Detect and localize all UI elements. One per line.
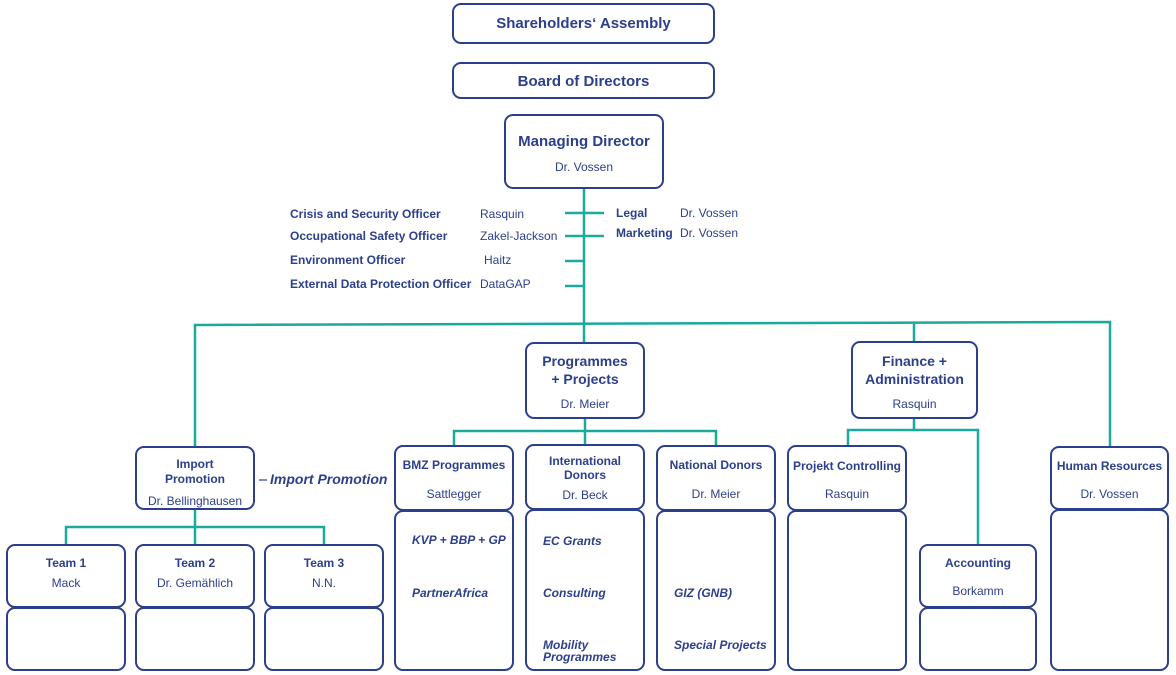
human-resources-box: Human Resources Dr. Vossen: [1050, 446, 1169, 510]
team-1-title: Team 1: [45, 556, 87, 570]
import-promotion-name: Dr. Bellinghausen: [147, 494, 243, 508]
international-item-mobility: Mobility Programmes: [543, 638, 617, 664]
finance-administration-title-line2: Administration: [865, 371, 964, 387]
accounting-name: Borkamm: [952, 584, 1004, 598]
national-item-special-projects: Special Projects: [674, 638, 767, 652]
national-donors-name: Dr. Meier: [691, 487, 741, 501]
finance-administration-name: Rasquin: [892, 397, 937, 411]
international-donors-title-line2: Donors: [564, 468, 606, 482]
international-donors-name: Dr. Beck: [562, 488, 608, 502]
human-resources-name: Dr. Vossen: [1080, 487, 1139, 501]
projekt-controlling-box: Projekt Controlling Rasquin: [787, 445, 907, 511]
bmz-item-kvp: KVP + BBP + GP: [412, 533, 506, 547]
managing-director-name: Dr. Vossen: [554, 160, 614, 174]
staff-name-environment: Haitz: [484, 253, 512, 267]
finance-administration-title-line1: Finance +: [882, 353, 947, 369]
bmz-programmes-detail-box: KVP + BBP + GP PartnerAfrica: [394, 510, 514, 671]
bmz-programmes-name: Sattlegger: [426, 487, 482, 501]
team-3-title: Team 3: [303, 556, 345, 570]
staff-name-legal: Dr. Vossen: [680, 206, 739, 220]
import-promotion-title-line1: Import: [176, 457, 214, 471]
international-item-consulting: Consulting: [543, 586, 606, 600]
team-3-detail-box: [264, 607, 384, 671]
team-1-box: Team 1 Mack: [6, 544, 126, 608]
board-of-directors-title: Board of Directors: [517, 73, 650, 90]
bmz-programmes-title: BMZ Programmes: [402, 458, 506, 472]
team-3-box: Team 3 N.N.: [264, 544, 384, 608]
managing-director-title: Managing Director: [518, 133, 650, 150]
international-donors-box: International Donors Dr. Beck: [525, 444, 645, 510]
team-3-name: N.N.: [312, 576, 336, 590]
import-promotion-side-label: Import Promotion: [270, 471, 388, 487]
programmes-projects-title-line2: + Projects: [551, 371, 619, 387]
international-donors-detail-box: EC Grants Consulting Mobility Programmes: [525, 509, 645, 671]
projekt-controlling-detail-box: [787, 510, 907, 671]
finance-administration-box: Finance + Administration Rasquin: [851, 341, 978, 419]
international-donors-title-line1: International: [548, 454, 621, 468]
staff-role-safety: Occupational Safety Officer: [290, 229, 448, 243]
national-donors-detail-box: GIZ (GNB) Special Projects: [656, 510, 776, 671]
projekt-controlling-name: Rasquin: [824, 487, 870, 501]
team-2-detail-box: [135, 607, 255, 671]
staff-name-data-protection: DataGAP: [480, 277, 531, 291]
shareholders-assembly-title: Shareholders‘ Assembly: [496, 15, 671, 32]
managing-director-box: Managing Director Dr. Vossen: [504, 114, 664, 189]
staff-role-environment: Environment Officer: [290, 253, 406, 267]
staff-role-marketing: Marketing: [616, 226, 673, 240]
accounting-box: Accounting Borkamm: [919, 544, 1037, 608]
import-promotion-box: Import Promotion Dr. Bellinghausen: [135, 446, 255, 510]
staff-role-data-protection: External Data Protection Officer: [290, 277, 472, 291]
accounting-title: Accounting: [945, 556, 1011, 570]
programmes-projects-title-line1: Programmes: [542, 353, 628, 369]
bmz-programmes-box: BMZ Programmes Sattlegger: [394, 445, 514, 511]
human-resources-detail-box: [1050, 509, 1169, 671]
national-donors-box: National Donors Dr. Meier: [656, 445, 776, 511]
board-of-directors-box: Board of Directors: [452, 62, 715, 99]
team-2-box: Team 2 Dr. Gemählich: [135, 544, 255, 608]
programmes-projects-name: Dr. Meier: [560, 397, 610, 411]
projekt-controlling-title: Projekt Controlling: [793, 459, 901, 473]
team-2-name: Dr. Gemählich: [156, 576, 234, 590]
staff-name-crisis: Rasquin: [480, 207, 525, 221]
human-resources-title: Human Resources: [1056, 459, 1163, 473]
team-1-name: Mack: [51, 576, 81, 590]
team-1-detail-box: [6, 607, 126, 671]
staff-role-legal: Legal: [616, 206, 648, 220]
staff-role-crisis: Crisis and Security Officer: [290, 207, 441, 221]
import-promotion-title-line2: Promotion: [165, 472, 225, 486]
shareholders-assembly-box: Shareholders‘ Assembly: [452, 3, 715, 44]
bmz-item-partnerafrica: PartnerAfrica: [412, 586, 489, 600]
staff-name-safety: Zakel-Jackson: [480, 229, 558, 243]
staff-name-marketing: Dr. Vossen: [680, 226, 739, 240]
international-item-ec-grants: EC Grants: [543, 534, 602, 548]
team-2-title: Team 2: [174, 556, 216, 570]
national-item-giz: GIZ (GNB): [674, 586, 732, 600]
accounting-detail-box: [919, 607, 1037, 671]
programmes-projects-box: Programmes + Projects Dr. Meier: [525, 342, 645, 419]
national-donors-title: National Donors: [669, 458, 763, 472]
